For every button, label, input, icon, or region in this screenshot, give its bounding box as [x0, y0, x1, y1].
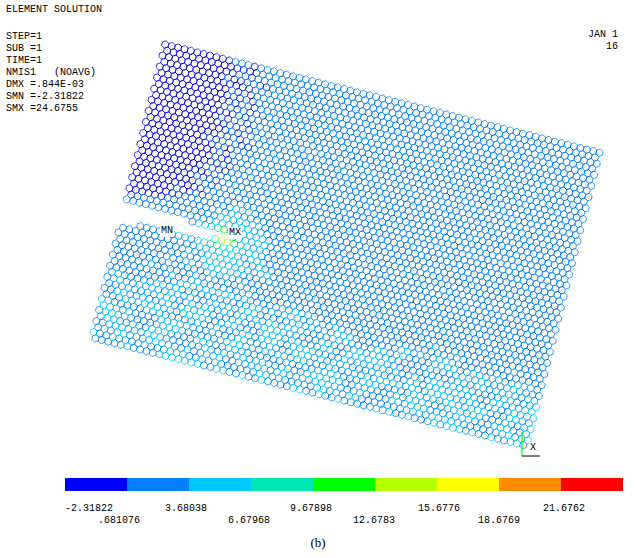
color-bar-segment [65, 478, 127, 491]
plot-label: -2.31822 [65, 503, 113, 515]
axis-line [522, 456, 540, 457]
color-bar-segment [437, 478, 499, 491]
plot-label: NMIS1 (NOAVG) [6, 67, 96, 79]
plot-label: TIME=1 [6, 55, 42, 67]
plot-label: 3.68038 [165, 503, 207, 515]
color-bar-segment [251, 478, 313, 491]
plot-label: 9.67898 [290, 503, 332, 515]
axis-line [521, 432, 522, 456]
figure-caption: (b) [310, 535, 325, 550]
plot-label: ELEMENT SOLUTION [6, 4, 102, 16]
plot-label: 6.67968 [228, 515, 270, 527]
color-bar-segment [189, 478, 251, 491]
plot-label: SMN =-2.31822 [6, 91, 84, 103]
plot-label: 21.6762 [543, 503, 585, 515]
color-bar-segment [127, 478, 189, 491]
plot-label: .681076 [98, 515, 140, 527]
axis-triad [522, 432, 540, 456]
lattice-bonds [88, 178, 569, 450]
plot-label: 12.6783 [353, 515, 395, 527]
color-bar [65, 478, 623, 491]
plot-label: X [529, 442, 537, 454]
plot-label: JAN 1 [588, 29, 618, 41]
plot-label: 18.6769 [478, 515, 520, 527]
plot-label: 15.6776 [418, 503, 460, 515]
plot-label: SMX =24.6755 [6, 103, 78, 115]
lattice-bonds [88, 40, 604, 450]
plot-label: MX [228, 227, 242, 239]
lattice-bonds [210, 218, 243, 254]
honeycomb-plate [88, 40, 604, 450]
color-bar-segment [499, 478, 561, 491]
color-bar-segment [313, 478, 375, 491]
plot-label: 16 [606, 41, 618, 53]
plot-label: MN [160, 225, 174, 237]
plot-label: SUB =1 [6, 43, 42, 55]
plot-label: DMX =.844E-03 [6, 79, 84, 91]
plot-label: STEP=1 [6, 31, 42, 43]
color-bar-segment [375, 478, 437, 491]
color-bar-segment [561, 478, 623, 491]
